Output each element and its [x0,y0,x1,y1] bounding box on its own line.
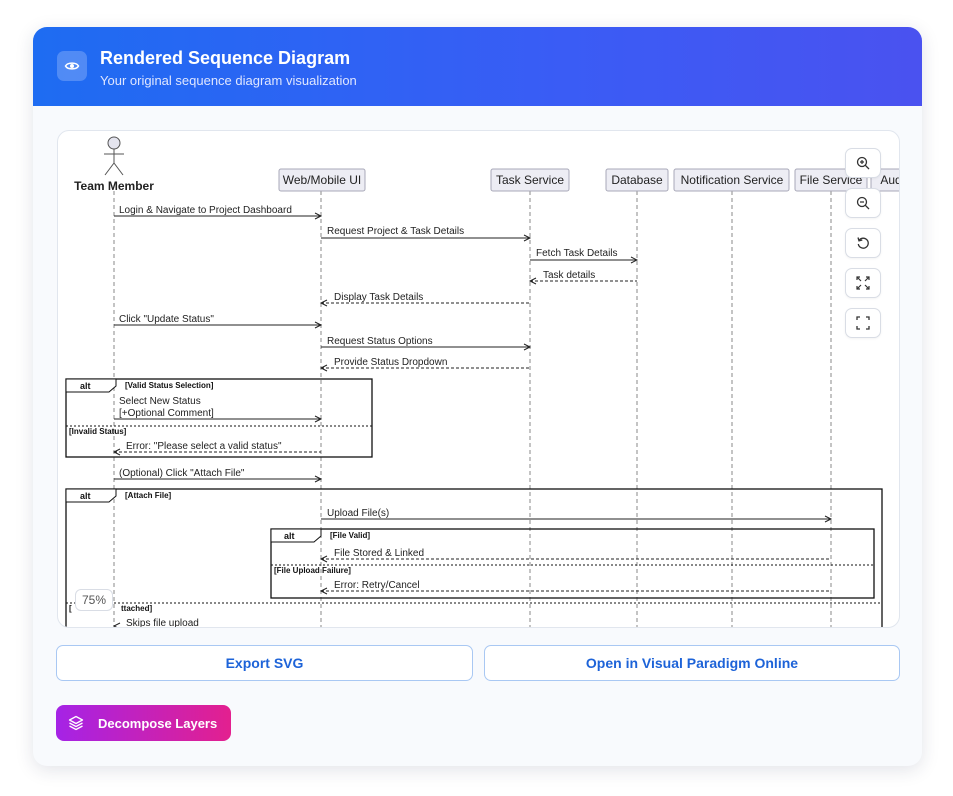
participant-web-ui: Web/Mobile UI [283,173,361,187]
message-label: Login & Navigate to Project Dashboard [119,205,292,216]
layers-icon [68,715,84,731]
alt-label: alt [80,491,91,501]
export-svg-button[interactable]: Export SVG [56,645,473,681]
message-label: [+Optional Comment] [119,408,214,419]
message-label: (Optional) Click "Attach File" [119,468,245,479]
message-label: Skips file upload [126,618,199,628]
message-label: Task details [543,270,595,281]
diagram-viewer[interactable]: Team Member Web/Mobile UI Task Service D… [57,130,900,628]
open-visual-paradigm-button[interactable]: Open in Visual Paradigm Online [484,645,900,681]
sequence-diagram[interactable]: Team Member Web/Mobile UI Task Service D… [58,131,900,628]
guard-label-clipped: [ [69,604,72,613]
message-label: File Stored & Linked [334,548,424,559]
message-label: Request Status Options [327,336,433,347]
participant-task-service: Task Service [496,173,564,187]
zoom-in-icon [856,156,870,170]
decompose-layers-button[interactable]: Decompose Layers [56,705,231,741]
eye-icon [57,51,87,81]
guard-label: [Valid Status Selection] [125,381,214,390]
fullscreen-icon [856,316,870,330]
message-label: Error: "Please select a valid status" [126,441,282,452]
guard-label: [Invalid Status] [69,427,127,436]
alt-fragment-attach [65,488,883,627]
guard-label: [File Upload Failure] [274,566,351,575]
alt-label: alt [80,381,91,391]
alt-label: alt [284,531,295,541]
page-title: Rendered Sequence Diagram [100,48,351,68]
card-header: Rendered Sequence Diagram Your original … [33,27,922,106]
participant-database: Database [611,173,663,187]
message-label: Fetch Task Details [536,248,618,259]
fit-icon [856,276,870,290]
participant-aud: Aud [880,173,900,187]
message-label: Provide Status Dropdown [334,357,447,368]
decompose-layers-label: Decompose Layers [98,715,218,731]
diagram-card: Rendered Sequence Diagram Your original … [33,27,922,766]
participant-notification-service: Notification Service [681,173,784,187]
message-label: Select New Status [119,396,201,407]
fullscreen-button[interactable] [845,308,881,338]
alt-fragment-file [270,528,875,599]
reset-zoom-button[interactable] [845,228,881,258]
message-label: Upload File(s) [327,508,389,519]
guard-label-clipped: ttached] [121,604,152,613]
message-label: Request Project & Task Details [327,226,464,237]
page-subtitle: Your original sequence diagram visualiza… [100,73,357,88]
zoom-level-badge: 75% [75,589,113,611]
guard-label: [Attach File] [125,491,172,500]
fit-to-screen-button[interactable] [845,268,881,298]
zoom-out-button[interactable] [845,188,881,218]
actor-figure [104,136,124,176]
guard-label: [File Valid] [330,531,370,540]
message-label: Display Task Details [334,292,423,303]
message-label: Error: Retry/Cancel [334,580,420,591]
zoom-out-icon [856,196,870,210]
zoom-in-button[interactable] [845,148,881,178]
reset-icon [857,237,869,249]
alt-fragment-status [65,378,373,458]
message-label: Click "Update Status" [119,314,214,325]
participant-team-member: Team Member [74,179,154,193]
